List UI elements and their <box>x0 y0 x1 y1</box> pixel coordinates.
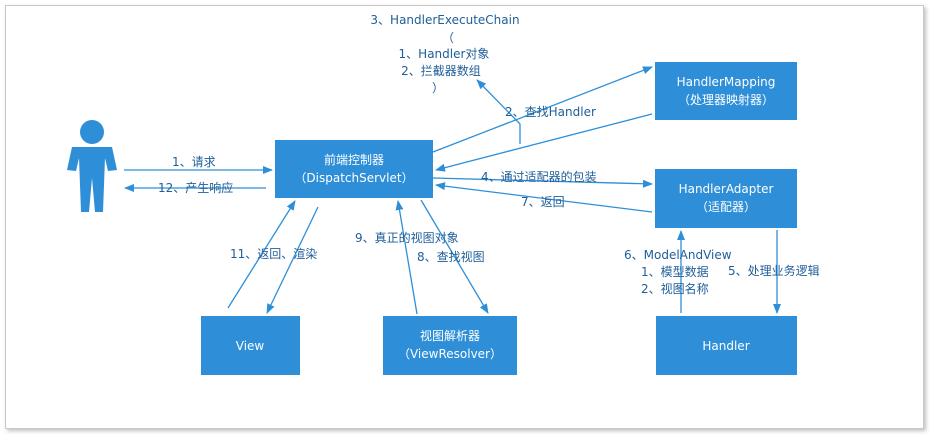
arrow-real-view <box>395 200 418 315</box>
chain-item2-label: 2、拦截器数组 <box>401 63 481 78</box>
request-label: 1、请求 <box>172 155 216 169</box>
response-label: 12、产生响应 <box>158 180 233 195</box>
handler-mapping-box: HandlerMapping （处理器映射器） <box>655 62 797 120</box>
arrow-render <box>227 200 296 309</box>
handler-title: Handler <box>702 339 749 353</box>
chain-title-label: 3、HandlerExecuteChain <box>370 13 519 27</box>
chain-item1-label: 1、Handler对象 <box>399 47 490 61</box>
person-icon <box>67 120 117 212</box>
handler-box: Handler <box>656 316 797 375</box>
view-box: View <box>201 316 300 375</box>
dispatcher-servlet-subtitle: （DispatchServlet） <box>294 171 413 185</box>
find-handler-label: 2、查找Handler <box>505 105 596 119</box>
dispatcher-servlet-title: 前端控制器 <box>324 152 384 167</box>
handler-mapping-subtitle: （处理器映射器） <box>678 92 774 107</box>
view-title: View <box>236 339 265 353</box>
return-7-label: 7、返回 <box>521 195 565 209</box>
view-resolver-box: 视图解析器 （ViewResolver） <box>383 316 517 375</box>
mav-item1-label: 1、模型数据 <box>641 264 709 279</box>
chain-close-label: ） <box>432 81 444 95</box>
view-resolver-title: 视图解析器 <box>420 328 480 343</box>
arrow-adapter-call <box>432 177 653 188</box>
arrow-find-handler <box>432 66 653 153</box>
mav-item2-label: 2、视图名称 <box>641 281 709 296</box>
arrow-find-view <box>420 199 489 314</box>
business-logic-label: 5、处理业务逻辑 <box>728 263 820 278</box>
adapter-call-label: 4、通过适配器的包装 <box>481 169 597 184</box>
handler-adapter-box: HandlerAdapter （适配器） <box>655 169 797 228</box>
real-view-label: 9、真正的视图对象 <box>355 230 459 245</box>
handler-adapter-title: HandlerAdapter <box>679 182 774 196</box>
handler-adapter-subtitle: （适配器） <box>696 200 756 214</box>
dispatcher-servlet-box: 前端控制器 （DispatchServlet） <box>275 140 433 198</box>
render-label: 11、返回、渲染 <box>230 246 317 261</box>
find-view-label: 8、查找视图 <box>417 249 485 264</box>
handler-mapping-title: HandlerMapping <box>677 75 776 89</box>
arrow-handler-mapping-return <box>435 113 653 172</box>
view-resolver-subtitle: （ViewResolver） <box>398 347 502 361</box>
arrow-execute-chain <box>476 79 521 144</box>
chain-open-label: （ <box>442 31 454 45</box>
arrow-to-view <box>266 206 319 314</box>
arrow-adapter-return <box>435 182 653 213</box>
model-and-view-label: 6、ModelAndView <box>624 248 732 262</box>
